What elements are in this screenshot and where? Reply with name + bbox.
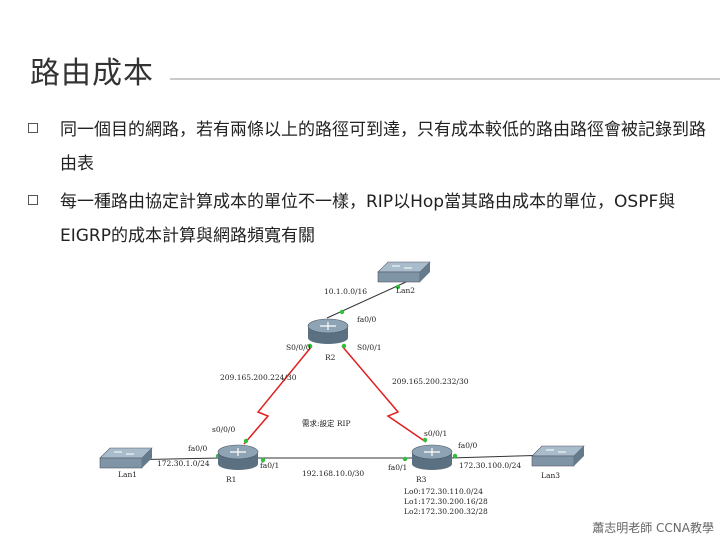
port-label-r1-s000: s0/0/0 [212,425,235,434]
network-label-lan3: 172.30.100.0/24 [459,461,521,470]
footer-credit: 蕭志明老師 CCNA教學 [592,521,714,535]
router-icon-r1[interactable] [217,444,259,470]
port-label-r1-fa00: fa0/0 [188,444,208,453]
rip-requirement-note: 需求:設定 RIP [302,418,351,428]
square-bullet-icon [28,123,38,133]
title-divider [170,78,720,80]
slide-title: 路由成本 [30,56,154,91]
switch-icon-lan3[interactable] [531,445,585,467]
device-label-lan1: Lan1 [118,470,137,479]
serial-link-r2-r3 [341,345,427,443]
switch-icon-lan2[interactable] [377,261,431,283]
port-label-r3-s001: s0/0/1 [424,429,447,438]
loopback-label-lo2: Lo2:172.30.200.32/28 [404,507,488,516]
network-label-r1-r2: 209.165.200.224/30 [220,373,297,382]
square-bullet-icon [28,195,38,205]
network-label-lan2: 10.1.0.0/16 [324,287,367,296]
port-label-r2-s001: S0/0/1 [357,343,382,352]
loopback-label-lo0: Lo0:172.30.110.0/24 [404,487,483,496]
network-label-lan1: 172.30.1.0/24 [157,459,210,468]
serial-link-r1-r2 [243,345,313,445]
device-label-lan2: Lan2 [396,286,415,295]
network-label-r1-r3: 192.168.10.0/30 [302,469,364,478]
port-label-r2-s000: S0/0/0 [286,343,311,352]
port-label-r2-fa00: fa0/0 [357,315,377,324]
bullet-text-2: 每一種路由協定計算成本的單位不一樣，RIP以Hop當其路由成本的單位，OSPF與… [60,192,676,246]
bullet-text-1: 同一個目的網路，若有兩條以上的路徑可到達，只有成本較低的路由路徑會被記錄到路由表 [60,120,706,174]
port-label-r3-fa00: fa0/0 [458,441,478,450]
device-label-lan3: Lan3 [541,471,560,480]
router-icon-r2[interactable] [307,318,349,344]
device-label-r3: R3 [416,475,427,484]
port-dots [129,284,546,463]
loopback-label-lo1: Lo1:172.30.200.16/28 [404,497,488,506]
network-label-r2-r3: 209.165.200.232/30 [392,377,469,386]
switch-icon-lan1[interactable] [99,447,153,469]
port-label-r3-fa01: fa0/1 [388,463,407,472]
router-icon-r3[interactable] [411,444,453,470]
device-label-r2: R2 [325,353,336,362]
device-label-r1: R1 [226,475,236,484]
port-label-r1-fa01: fa0/1 [260,461,279,470]
